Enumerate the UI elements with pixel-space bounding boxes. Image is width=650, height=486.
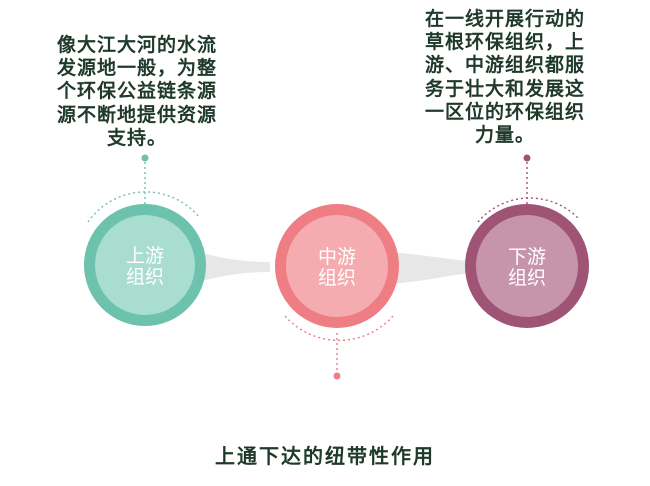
caption-line: 个环保公益链条源: [56, 80, 217, 103]
caption-line: 一区位的环保组织: [424, 100, 585, 123]
node-downstream-label-1: 下游: [508, 246, 546, 268]
caption-line: 源不断地提供资源: [56, 103, 217, 126]
downstream-caption: 在一线开展行动的 草根环保组织，上 游、中游组织都服 务于壮大和发展这 一区位的…: [385, 8, 625, 147]
node-midstream-label-2: 组织: [318, 267, 356, 289]
node-midstream: 中游 组织: [275, 204, 399, 380]
caption-line: 支持。: [106, 126, 167, 149]
node-downstream-label-2: 组织: [508, 267, 546, 289]
connector-band: [390, 252, 500, 284]
caption-line: 力量。: [474, 123, 535, 146]
node-midstream-label-1: 中游: [318, 246, 356, 268]
caption-line: 发源地一般，为整: [56, 57, 217, 80]
caption-line: 像大江大河的水流: [56, 34, 217, 56]
upstream-caption: 像大江大河的水流 发源地一般，为整 个环保公益链条源 源不断地提供资源 支持。: [22, 34, 252, 150]
caption-line: 游、中游组织都服: [424, 54, 585, 77]
node-downstream: 下游 组织: [465, 154, 589, 328]
caption-line: 在一线开展行动的: [424, 8, 585, 30]
caption-line: 务于壮大和发展这: [424, 77, 585, 100]
node-upstream: 上游 组织: [84, 154, 206, 326]
node-upstream-label-1: 上游: [126, 245, 164, 267]
node-upstream-label-2: 组织: [126, 266, 164, 288]
footer-caption: 上通下达的纽带性作用: [215, 444, 435, 468]
caption-line: 草根环保组织，上: [424, 31, 585, 54]
